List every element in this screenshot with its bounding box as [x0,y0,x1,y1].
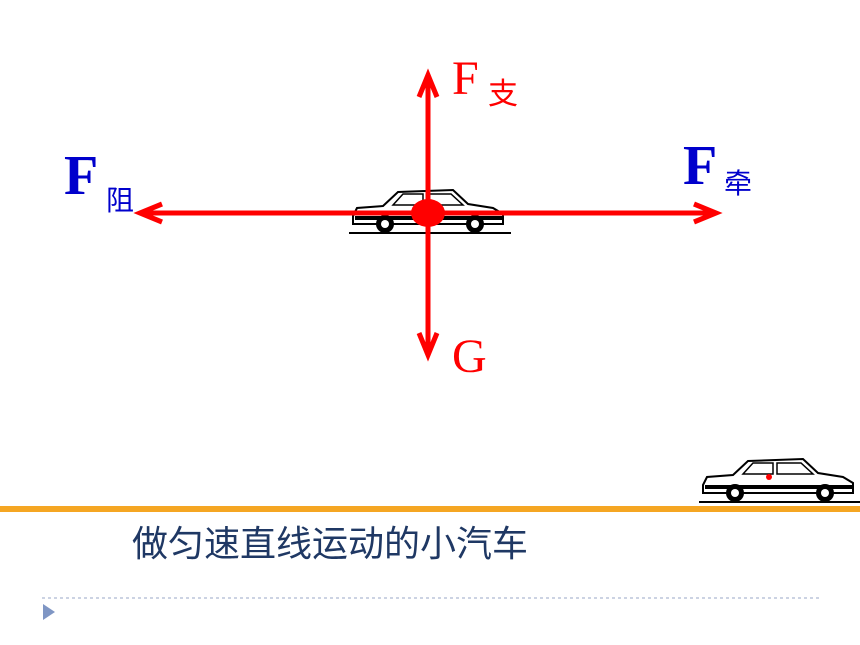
force-arrow-left [133,201,428,225]
force-label-right: F [683,135,718,197]
force-label-right-subscript: 牵 [724,167,753,200]
force-label-up: F [452,52,479,105]
force-arrow-down [416,213,440,362]
triangle-right-icon [43,604,55,620]
car-icon [698,458,860,503]
force-label-up-subscript: 支 [488,77,518,112]
force-label-down: G [452,330,487,383]
force-label-left: F [64,145,99,207]
force-label-left-subscript: 阻 [106,184,135,217]
center-of-mass-dot [411,199,445,227]
caption: 做匀速直线运动的小汽车 [132,524,529,565]
force-arrow-right [428,201,723,225]
force-arrow-up [416,68,440,213]
